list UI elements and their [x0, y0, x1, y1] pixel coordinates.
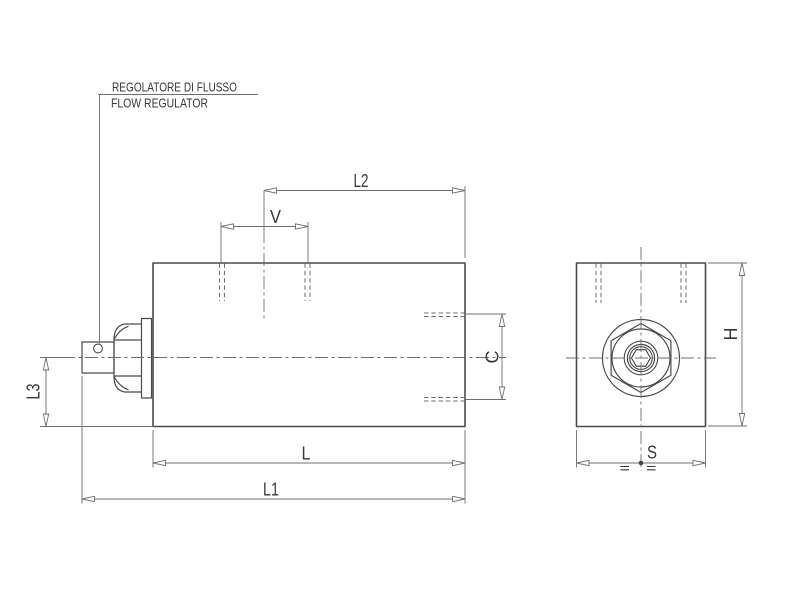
dimension-c: C	[466, 313, 506, 400]
dimension-label-l: L	[302, 444, 311, 464]
dimension-v-lines	[220, 222, 309, 262]
arrowhead-left	[263, 187, 277, 194]
dimension-h: H	[708, 262, 747, 427]
arrowhead-down	[42, 413, 50, 427]
callout-text-italian: REGOLATORE DI FLUSSO	[112, 81, 237, 95]
callout-leader-line	[98, 94, 258, 344]
flow-regulator-callout: REGOLATORE DI FLUSSO FLOW REGULATOR	[98, 81, 258, 344]
dimension-l2: L2	[263, 171, 466, 258]
side-view	[62, 230, 506, 428]
dimension-label-l3: L3	[24, 384, 44, 400]
dimension-label-v: V	[270, 207, 281, 227]
dimension-label-l1: L1	[263, 480, 279, 500]
callout-text-english: FLOW REGULATOR	[111, 97, 208, 111]
end-view	[566, 247, 716, 471]
dimension-l2-lines	[263, 186, 466, 258]
stem-hole	[93, 343, 103, 354]
hidden-top-ports-side	[219, 263, 311, 301]
symmetry-equal-marks	[620, 465, 656, 471]
dimension-l3: L3	[24, 357, 153, 427]
arrowhead-up	[738, 262, 746, 276]
arrowhead-right	[452, 459, 466, 467]
dimension-h-lines	[708, 262, 747, 427]
arrowhead-right	[295, 223, 309, 230]
arrowhead-left	[220, 223, 234, 230]
dimension-v: V	[220, 207, 309, 262]
arrowhead-left	[576, 459, 590, 467]
arrowhead-right	[452, 187, 466, 194]
dimension-l1-lines	[81, 376, 465, 504]
symmetry-center-dot	[638, 460, 644, 466]
cartridge-washer	[140, 317, 153, 399]
arrowhead-down	[738, 413, 746, 427]
dimension-label-l2: L2	[354, 171, 369, 191]
dimension-l-lines	[152, 430, 466, 504]
cartridge-hex-nut	[113, 323, 142, 393]
dimension-l: L	[152, 430, 466, 504]
dimension-label-h: H	[721, 328, 741, 341]
arrowhead-left	[152, 459, 166, 467]
dimension-label-c: C	[483, 351, 503, 364]
dimension-l1: L1	[81, 376, 466, 504]
arrowhead-up	[498, 313, 506, 327]
arrowhead-up	[42, 357, 50, 371]
dimension-label-s: S	[647, 443, 657, 463]
hidden-right-ports-side	[424, 312, 465, 402]
dimension-c-lines	[466, 313, 506, 400]
arrowhead-right	[452, 495, 466, 503]
arrowhead-right	[692, 459, 706, 467]
side-view-body	[152, 262, 466, 428]
arrowhead-left	[81, 495, 95, 503]
dimension-s: S	[576, 430, 706, 471]
arrowhead-down	[498, 386, 506, 400]
